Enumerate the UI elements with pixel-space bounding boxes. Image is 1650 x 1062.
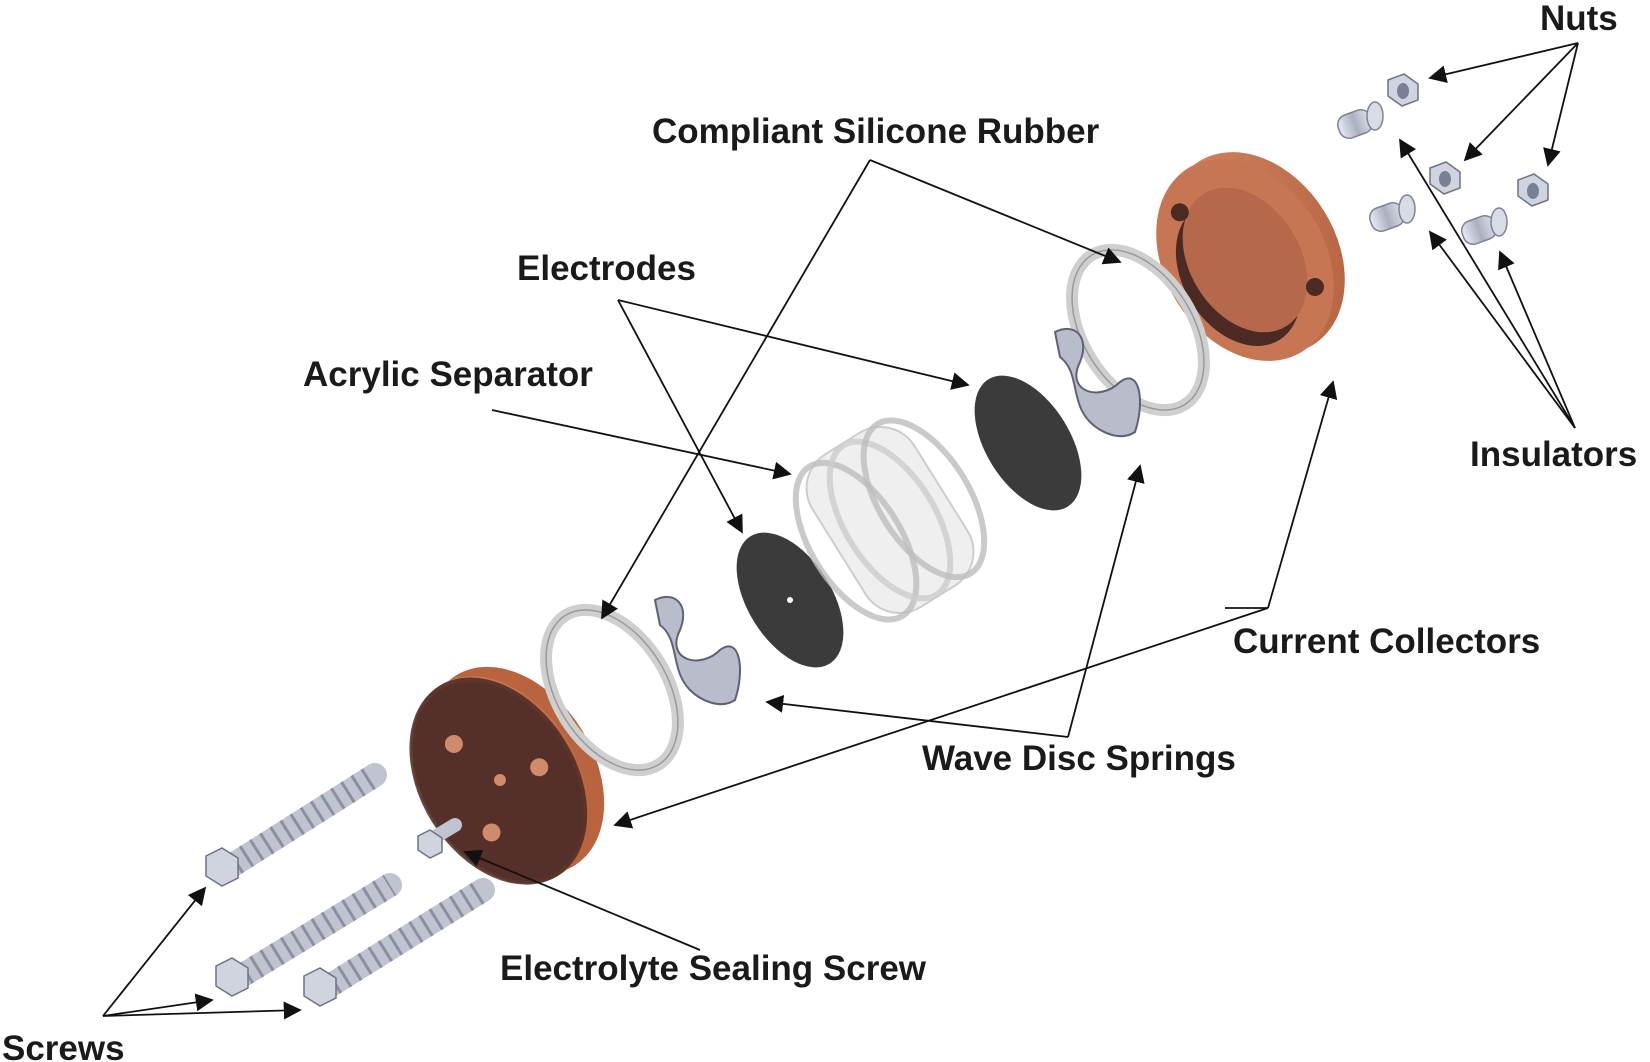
right-wave-disc-spring [1053,327,1141,438]
left-current-collector [409,666,605,885]
left-wave-disc-spring [653,595,741,706]
label-electrolyte-sealing-screw: Electrolyte Sealing Screw [500,949,927,988]
insulator [1368,194,1416,233]
screw [205,763,387,887]
acrylic-separator [792,417,988,623]
label-insulators: Insulators [1470,435,1637,474]
right-current-collector [1156,152,1345,361]
left-silicone-gasket [540,603,684,777]
label-wave-disc-springs: Wave Disc Springs [922,739,1236,778]
electrolyte-sealing-screw [417,818,462,859]
label-acrylic-separator: Acrylic Separator [303,355,593,394]
insulator [1336,101,1384,140]
screw [215,873,402,997]
nut [1387,73,1419,107]
right-electrode [974,375,1082,511]
nut [1429,161,1461,195]
leader-arrows [102,42,1579,1020]
nut [1517,173,1549,207]
label-current-collectors: Current Collectors [1233,622,1540,661]
label-electrodes: Electrodes [517,249,696,288]
label-nuts: Nuts [1540,0,1618,38]
screw [303,878,495,1007]
label-screws: Screws [2,1029,125,1062]
insulator [1460,207,1508,246]
label-compliant-silicone-rubber: Compliant Silicone Rubber [652,112,1100,151]
right-silicone-gasket [1066,243,1210,417]
